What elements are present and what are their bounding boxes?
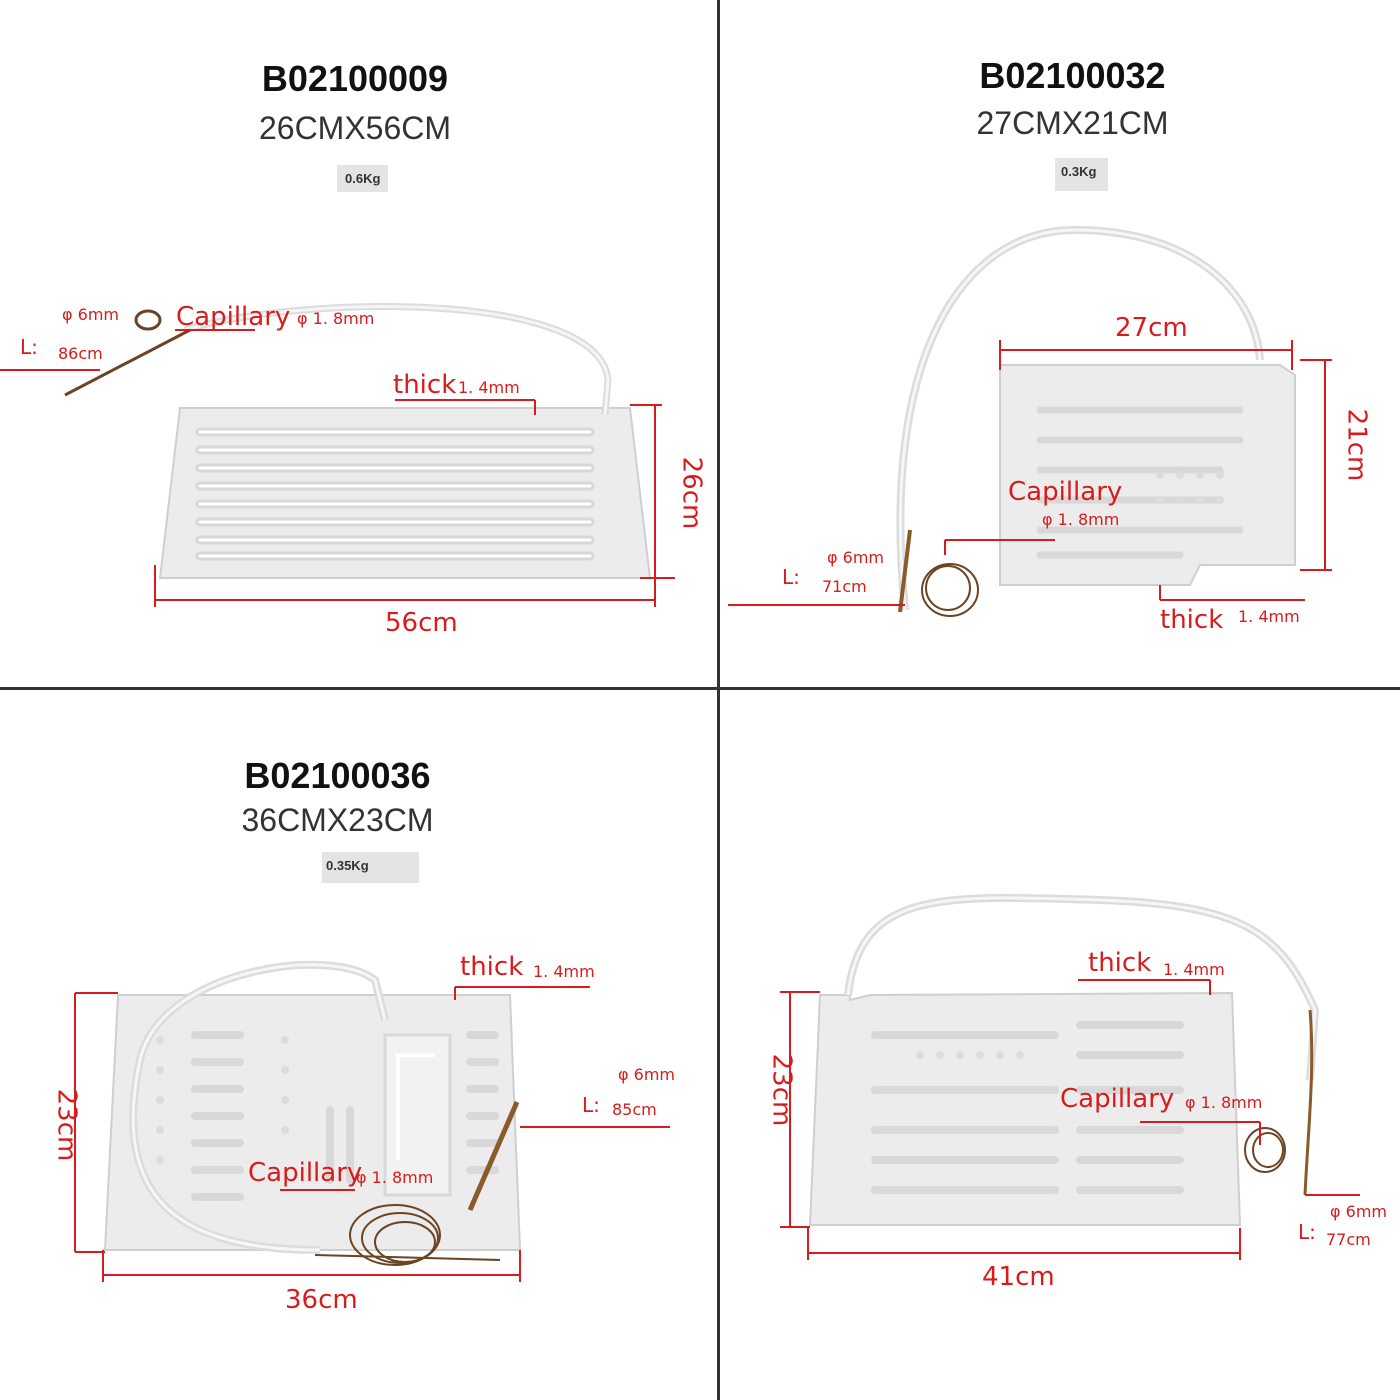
- height-dimension-label: 21cm: [1341, 408, 1372, 482]
- evaporator-plate-illustration: [780, 893, 1360, 1260]
- thick-value-label: 1. 4mm: [1163, 960, 1225, 979]
- capillary-label: Capillary: [1060, 1084, 1175, 1114]
- length-label: 71cm: [822, 577, 867, 596]
- product-weight-badge: 0.6Kg: [337, 165, 389, 192]
- height-dimension-label: 23cm: [766, 1053, 797, 1127]
- product-weight-badge: 0.35Kg: [322, 852, 419, 883]
- thick-label: thick: [393, 370, 457, 400]
- capillary-label: Capillary: [1008, 477, 1123, 507]
- product-panel-b02100009: B02100009 26CMX56CM 0.6Kg φ 6mm L: 86cm …: [0, 0, 717, 687]
- capillary-diameter-label: φ 1. 8mm: [297, 309, 375, 328]
- product-weight-badge: 0.3Kg: [1055, 158, 1109, 191]
- length-label: 77cm: [1326, 1230, 1371, 1249]
- height-dimension-label: 23cm: [51, 1088, 82, 1162]
- product-size: 27CMX21CM: [976, 105, 1169, 141]
- length-prefix-label: L:: [20, 335, 38, 359]
- thick-value-label: 1. 4mm: [458, 378, 520, 397]
- product-panel-b02100032: B02100032 27CMX21CM 0.3Kg φ: [720, 0, 1400, 687]
- product-size: 26CMX56CM: [258, 110, 452, 146]
- capillary-label: Capillary: [248, 1158, 363, 1188]
- product-code: B02100009: [261, 58, 449, 99]
- tube-diameter-label: φ 6mm: [827, 548, 884, 567]
- tube-diameter-label: φ 6mm: [62, 305, 119, 324]
- product-code: B02100036: [244, 755, 431, 796]
- thick-label: thick: [460, 952, 524, 982]
- product-size: 36CMX23CM: [241, 802, 434, 838]
- product-panel-unlabeled: φ 6mm L: 77cm Capillary φ 1. 8mm thick 1…: [720, 690, 1400, 1400]
- tube-diameter-label: φ 6mm: [1330, 1202, 1387, 1221]
- tube-diameter-label: φ 6mm: [618, 1065, 675, 1084]
- length-prefix-label: L:: [582, 1093, 600, 1117]
- evaporator-plate-illustration: [74, 960, 670, 1282]
- evaporator-plate-illustration: [728, 225, 1332, 617]
- width-dimension-label: 36cm: [285, 1285, 358, 1315]
- width-dimension-label: 27cm: [1115, 313, 1188, 343]
- length-prefix-label: L:: [1298, 1220, 1316, 1244]
- capillary-diameter-label: φ 1. 8mm: [1185, 1093, 1263, 1112]
- capillary-diameter-label: φ 1. 8mm: [356, 1168, 434, 1187]
- width-dimension-label: 56cm: [385, 608, 458, 638]
- thick-value-label: 1. 4mm: [1238, 607, 1300, 626]
- thick-value-label: 1. 4mm: [533, 962, 595, 981]
- evaporator-plate-illustration: [0, 303, 675, 607]
- height-dimension-label: 26cm: [676, 456, 707, 530]
- thick-label: thick: [1088, 948, 1152, 978]
- product-panel-b02100036: B02100036 36CMX23CM 0.35Kg: [0, 690, 717, 1400]
- horizontal-divider: [0, 687, 1400, 690]
- length-prefix-label: L:: [782, 565, 800, 589]
- vertical-divider: [717, 0, 720, 1400]
- width-dimension-label: 41cm: [982, 1262, 1055, 1292]
- capillary-label: Capillary: [176, 302, 291, 332]
- capillary-diameter-label: φ 1. 8mm: [1042, 510, 1120, 529]
- product-code: B02100032: [979, 55, 1166, 96]
- thick-label: thick: [1160, 605, 1224, 635]
- length-label: 85cm: [612, 1100, 657, 1119]
- length-label: 86cm: [58, 344, 103, 363]
